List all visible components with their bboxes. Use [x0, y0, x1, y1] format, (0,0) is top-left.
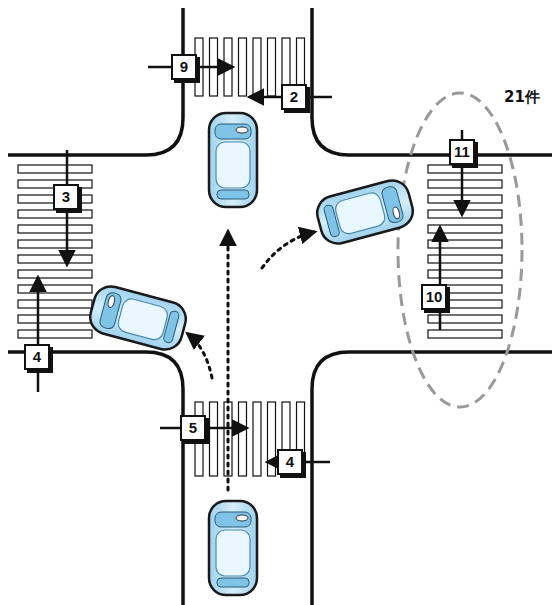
group-ellipse: [398, 93, 522, 407]
vehicle-paths: [188, 232, 314, 490]
callout-number: 9: [171, 54, 197, 80]
callout-number: 2: [281, 84, 307, 110]
car: [209, 501, 257, 595]
pedestrian-arrows: [38, 67, 462, 462]
callout-number: 11: [449, 139, 475, 165]
car: [313, 177, 416, 248]
callout-number: 5: [180, 415, 206, 441]
car: [86, 283, 189, 354]
callout-number: 4: [24, 344, 50, 370]
count-label: 21件: [504, 88, 540, 107]
callout-number: 4: [277, 449, 303, 475]
car: [209, 113, 257, 207]
callout-number: 10: [421, 284, 448, 310]
crosswalk-stripes: [18, 38, 502, 476]
road-edges: [8, 8, 552, 605]
callout-number: 3: [53, 184, 79, 210]
